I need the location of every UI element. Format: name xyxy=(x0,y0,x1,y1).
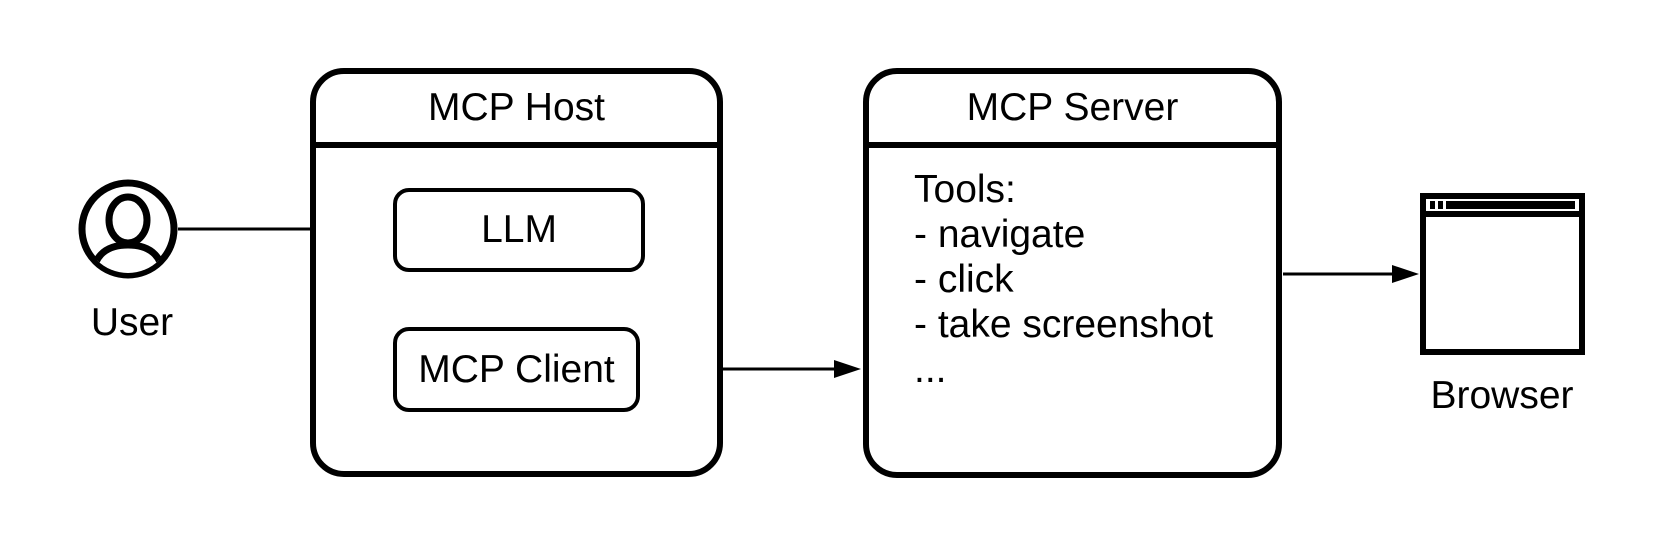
browser-addressbar-icon xyxy=(1446,201,1575,209)
server-tools-list: Tools: - navigate - click - take screens… xyxy=(914,167,1213,392)
tool-item: - take screenshot xyxy=(914,303,1214,346)
browser-titlebar-divider xyxy=(1426,211,1579,217)
arrow-server-to-browser xyxy=(1283,265,1419,283)
browser-button-icon xyxy=(1438,201,1443,209)
browser-content-area xyxy=(1426,217,1579,349)
browser-titlebar xyxy=(1426,199,1579,211)
mcp-server-title: MCP Server xyxy=(869,74,1276,148)
mcp-host-title: MCP Host xyxy=(316,74,717,148)
tools-heading: Tools: xyxy=(914,168,1016,211)
mcp-client-label: MCP Client xyxy=(418,347,615,391)
llm-label: LLM xyxy=(481,208,557,251)
mcp-client-box: MCP Client xyxy=(393,327,640,412)
llm-box: LLM xyxy=(393,188,645,272)
browser-button-icon xyxy=(1430,201,1435,209)
tool-item: - navigate xyxy=(914,213,1086,256)
user-label: User xyxy=(90,301,174,344)
mcp-server-container: MCP Server xyxy=(863,68,1282,478)
browser-label: Browser xyxy=(1430,374,1574,417)
user-icon xyxy=(76,177,180,281)
browser-window-icon xyxy=(1420,193,1585,355)
tool-item: - click xyxy=(914,258,1014,301)
mcp-host-container: MCP Host xyxy=(310,68,723,477)
tools-ellipsis: ... xyxy=(914,348,947,391)
